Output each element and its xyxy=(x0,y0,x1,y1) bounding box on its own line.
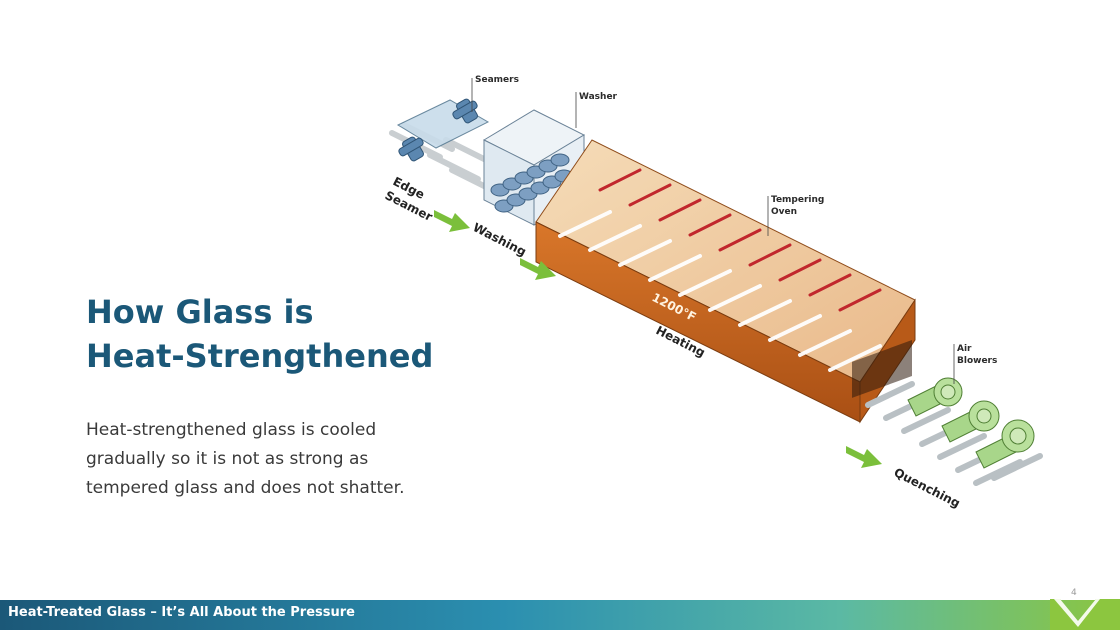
footer-title: Heat-Treated Glass – It’s All About the … xyxy=(8,605,355,620)
air-blower-1 xyxy=(907,377,963,417)
title-line-1: How Glass is xyxy=(86,293,314,331)
air-blowers xyxy=(907,377,1035,469)
washing-stage-label: Washing xyxy=(471,220,529,259)
tempering-oven: 1200°F xyxy=(535,139,916,424)
arrow-to-quenching xyxy=(846,446,882,468)
tempering-oven-label-line-2: Oven xyxy=(771,207,797,217)
air-blowers-label-line-2: Blowers xyxy=(957,356,997,366)
arrow-to-heating xyxy=(520,258,556,280)
oven-rollers xyxy=(558,210,882,372)
page-number: 4 xyxy=(1071,588,1077,598)
body-paragraph: Heat-strengthened glass is cooled gradua… xyxy=(86,416,416,503)
footer-bar xyxy=(0,599,1120,630)
body-line-3: tempered glass and does not shatter. xyxy=(86,478,405,498)
process-arrows xyxy=(434,210,882,468)
air-blowers-label-line-1: Air xyxy=(957,344,972,354)
heating-elements xyxy=(598,168,882,312)
air-blower-2 xyxy=(941,400,1000,443)
air-blower-3 xyxy=(975,419,1035,469)
seamers-label: Seamers xyxy=(475,75,519,85)
process-diagram: 1200°F xyxy=(383,75,1043,511)
quench-conveyor xyxy=(865,381,1043,486)
body-line-1: Heat-strengthened glass is cooled xyxy=(86,420,377,440)
leader-lines xyxy=(471,78,955,384)
body-line-2: gradually so it is not as strong as xyxy=(86,449,369,469)
tempering-oven-label-line-1: Tempering xyxy=(771,195,824,205)
arrow-to-washing xyxy=(434,210,470,232)
quenching-stage-label: Quenching xyxy=(892,465,963,510)
slide-title: How Glass is Heat-Strengthened xyxy=(86,290,433,378)
washer-label: Washer xyxy=(579,92,618,102)
title-line-2: Heat-Strengthened xyxy=(86,337,434,375)
seamers-machine xyxy=(396,98,490,162)
